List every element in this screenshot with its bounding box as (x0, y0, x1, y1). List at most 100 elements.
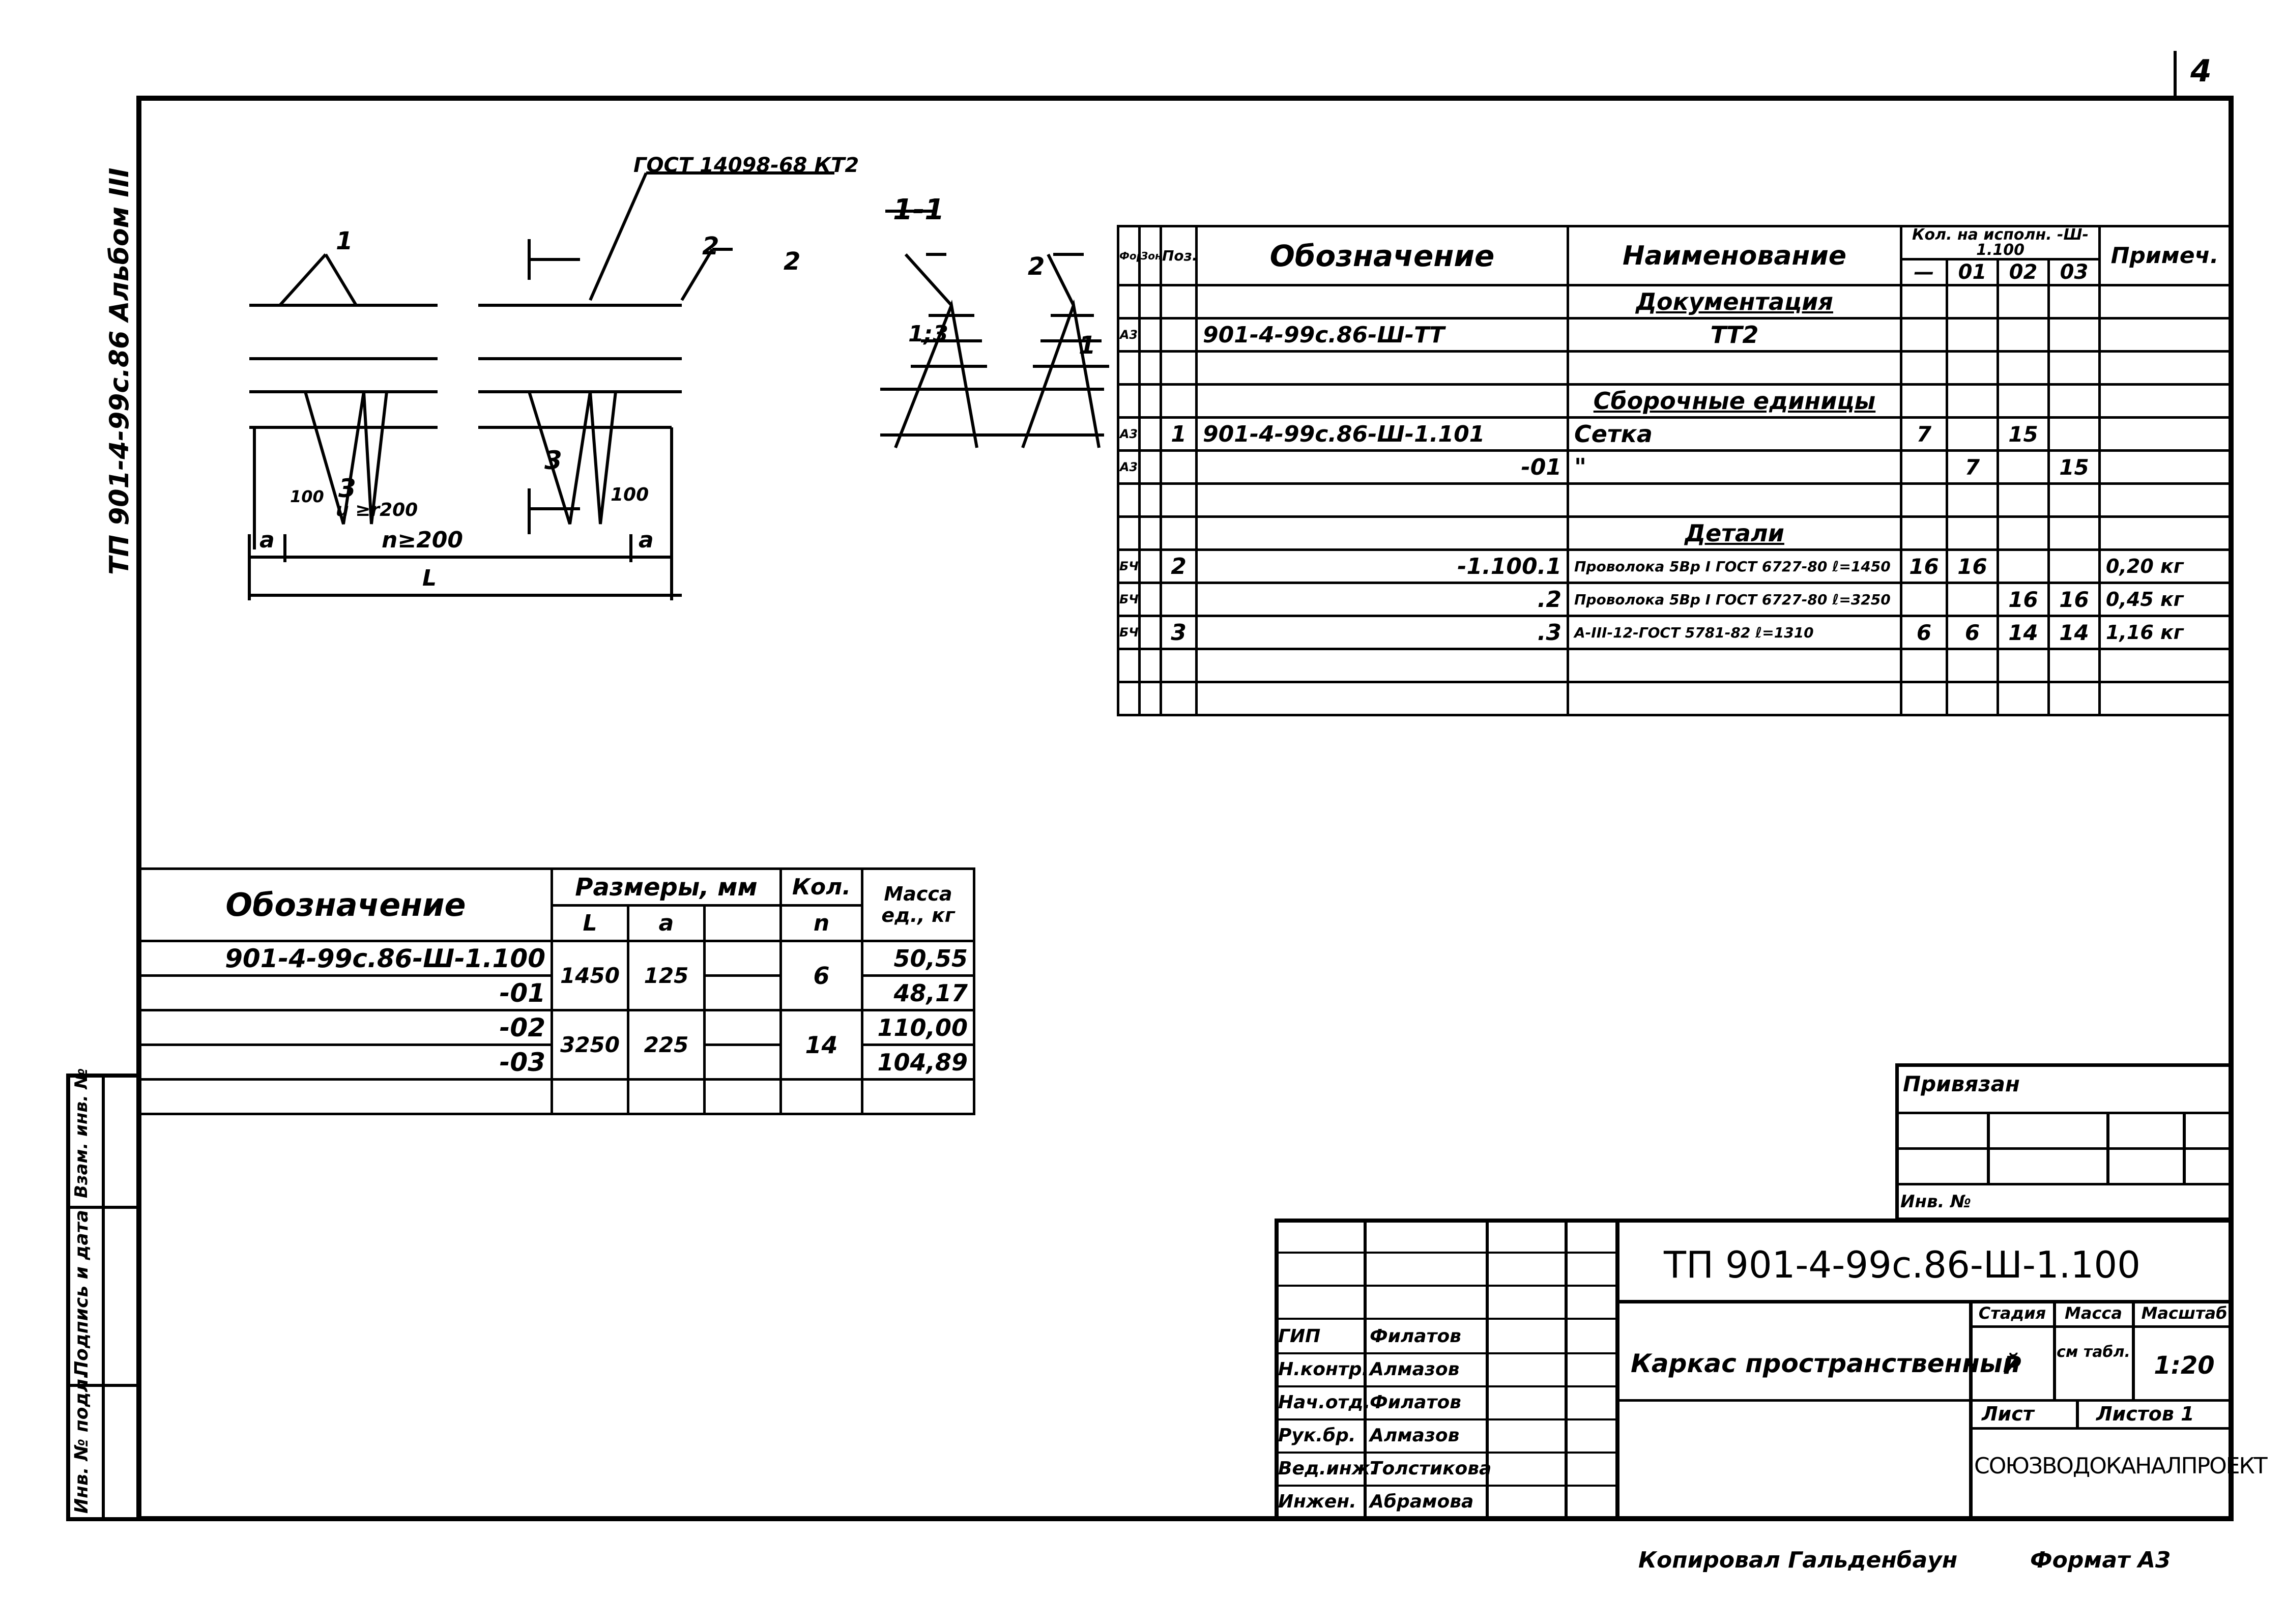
dims-empty (551, 1078, 629, 1115)
spec-qty-1 (1946, 648, 1999, 683)
spec-note (2098, 482, 2232, 518)
dims-row-2-des: -02 (138, 1009, 553, 1046)
page-number-divider (2174, 51, 2177, 97)
spec-qty-1 (1946, 515, 1999, 551)
left-margin-vzam: Взам. инв. № (71, 1068, 92, 1198)
dims-group-0-n: 6 (779, 940, 863, 1011)
staff-row-line (1275, 1485, 1618, 1487)
tb-mass-v (2053, 1300, 2056, 1399)
dims-group-1-L: 3250 (551, 1009, 629, 1081)
spec-qty-1 (1946, 317, 1999, 353)
staff-name: Абрамова (1370, 1491, 1474, 1512)
spec-designation: .3 (1195, 615, 1569, 650)
spec-qty-2: 14 (1997, 615, 2050, 650)
stage-header: Стадия (1978, 1303, 2046, 1323)
spec-designation (1195, 482, 1569, 518)
dims-row-1-mass: 48,17 (861, 974, 975, 1011)
dims-empty (779, 1078, 863, 1115)
spec-qty-0 (1900, 482, 1948, 518)
spec-name: Сборочные единицы (1567, 383, 1902, 419)
dims-empty (138, 1078, 553, 1115)
spec-format (1117, 284, 1141, 320)
spec-name (1567, 648, 1902, 683)
privyazan-title: Привязан (1903, 1071, 2020, 1096)
gost-label: ГОСТ 14098-68 КТ2 (633, 154, 859, 177)
spec-designation (1195, 284, 1569, 320)
staff-name: Филатов (1370, 1392, 1461, 1413)
privyazan-line-1 (1895, 1112, 2234, 1114)
spec-pos (1160, 582, 1198, 617)
title-code: ТП 901-4-99с.86-Ш-1.100 (1664, 1243, 2141, 1286)
staff-row-line (1275, 1352, 1618, 1354)
spec-qty-0: 6 (1900, 615, 1948, 650)
spec-qty-3: 16 (2047, 582, 2101, 617)
spec-name: Сетка (1567, 416, 1902, 452)
tb-sign-v2 (1486, 1219, 1489, 1521)
spec-qty-3 (2047, 648, 2101, 683)
spec-format (1117, 515, 1141, 551)
tb-sign-h1 (1275, 1252, 1618, 1254)
spec-qty-1 (1946, 416, 1999, 452)
left-margin-h2 (66, 1384, 141, 1387)
spec-qty-3 (2047, 482, 2101, 518)
spec-note: 0,45 кг (2098, 582, 2232, 617)
spec-note (2098, 416, 2232, 452)
spec-pos: 3 (1160, 615, 1198, 650)
hdr-format: Формат (1117, 225, 1141, 286)
spec-pos: 2 (1160, 548, 1198, 584)
scale-header: Масштаб (2141, 1303, 2228, 1323)
spec-name: А-III-12-ГОСТ 5781-82 ℓ=1310 (1567, 615, 1902, 650)
footer-copied: Копировал Гальденбаун (1638, 1547, 1958, 1573)
mass-value: см табл. (2057, 1343, 2130, 1361)
spec-qty-0 (1900, 284, 1948, 320)
left-margin-divider (102, 1074, 105, 1521)
spec-qty-1 (1946, 350, 1999, 386)
spec-pos (1160, 681, 1198, 716)
spec-zone (1138, 515, 1162, 551)
spec-qty-3: 14 (2047, 615, 2101, 650)
spec-qty-0 (1900, 681, 1948, 716)
spec-zone (1138, 416, 1162, 452)
tb-sheet-v (2076, 1399, 2079, 1427)
spec-qty-2: 15 (1997, 416, 2050, 452)
dims-empty (703, 940, 782, 977)
spec-designation (1195, 648, 1569, 683)
staff-name: Алмазов (1370, 1359, 1460, 1380)
dims-hdr-mass: Масса ед., кг (861, 867, 975, 942)
spec-qty-1 (1946, 582, 1999, 617)
spec-name: Детали (1567, 515, 1902, 551)
spec-zone (1138, 449, 1162, 485)
spec-qty-0 (1900, 515, 1948, 551)
spec-qty-2 (1997, 350, 2050, 386)
privyazan-vline-2 (2106, 1112, 2109, 1183)
spec-pos (1160, 449, 1198, 485)
pos-13-label: 1;3 (908, 321, 948, 347)
spec-qty-3 (2047, 317, 2101, 353)
spec-qty-1 (1946, 681, 1999, 716)
spec-format: БЧ (1117, 582, 1141, 617)
hdr-zone: Зона (1138, 225, 1162, 286)
stage-value: Р (2003, 1351, 2021, 1380)
dims-hdr-n: n (779, 904, 863, 942)
spec-row: Сборочные единицы (1117, 383, 2232, 419)
spec-qty-0 (1900, 582, 1948, 617)
dims-empty (703, 1078, 782, 1115)
spec-pos (1160, 648, 1198, 683)
staff-name: Алмазов (1370, 1425, 1460, 1446)
dim-a-label-b: a (639, 527, 654, 553)
spec-zone (1138, 482, 1162, 518)
spec-qty-2 (1997, 317, 2050, 353)
spec-note (2098, 515, 2232, 551)
spec-row (1117, 648, 2232, 683)
spec-designation: .2 (1195, 582, 1569, 617)
staff-role: Н.контр. (1278, 1359, 1369, 1380)
spec-qty-0: 7 (1900, 416, 1948, 452)
spec-note: 0,20 кг (2098, 548, 2232, 584)
dim-L-label: L (422, 565, 437, 591)
dims-row-0-mass: 50,55 (861, 940, 975, 977)
org-name: СОЮЗВОДОКАНАЛПРОЕКТ (1974, 1453, 2268, 1479)
staff-row-line (1275, 1385, 1618, 1387)
spec-designation (1195, 681, 1569, 716)
